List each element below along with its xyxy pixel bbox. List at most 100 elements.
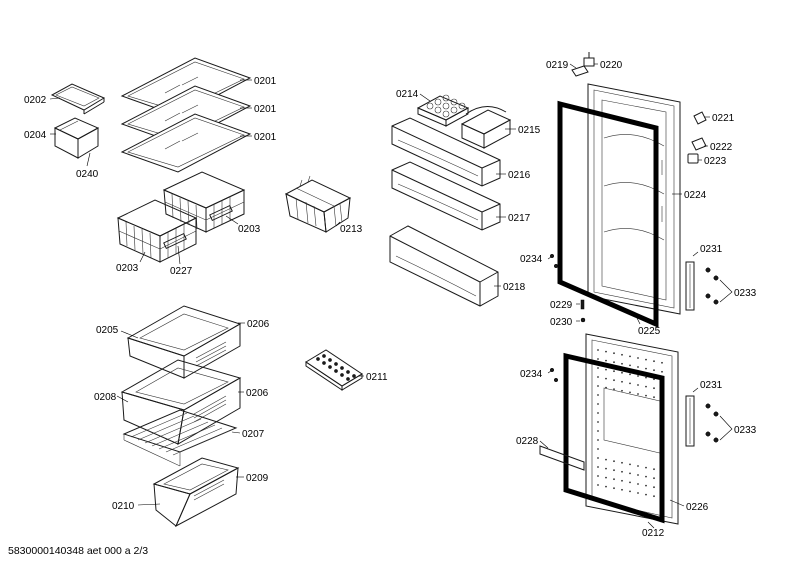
door-dot [605, 476, 607, 479]
leader-0219 [569, 63, 577, 69]
door-dot [605, 377, 607, 380]
door-dot [597, 376, 599, 378]
door-dot [653, 387, 655, 390]
door-dot [653, 468, 655, 471]
label-0206b: 0206 [246, 388, 269, 399]
handle-screws-upper [705, 267, 733, 305]
label-0213: 0213 [340, 224, 363, 235]
label-0234b: 0234 [520, 369, 543, 380]
leader-0225 [635, 315, 641, 325]
door-dot [661, 370, 663, 373]
fridge-door-panel [587, 83, 681, 315]
leader-0207 [231, 431, 241, 434]
door-shelf-middle [391, 161, 501, 231]
leader-0205 [120, 330, 139, 339]
door-dot [621, 362, 623, 365]
door-dot [597, 484, 599, 486]
door-dot [621, 389, 623, 392]
label-0217: 0217 [508, 213, 531, 224]
label-0201a: 0201 [254, 76, 277, 87]
door-dot [621, 488, 623, 491]
glass-shelf-bottom [120, 113, 252, 173]
egg-tray [416, 94, 470, 127]
door-shelf-upper [391, 117, 501, 187]
door-dot [645, 493, 647, 496]
door-dot [605, 368, 607, 371]
door-dot [653, 477, 655, 480]
label-0230: 0230 [550, 317, 573, 328]
freezer-drawer-middle [120, 359, 242, 445]
label-0231b: 0231 [700, 380, 723, 391]
label-0233a: 0233 [734, 288, 757, 299]
small-box-lid [50, 83, 106, 115]
door-dot [597, 403, 599, 405]
door-dot [645, 367, 647, 370]
hinge-bracket [583, 52, 595, 67]
door-dot [653, 495, 655, 498]
label-0205: 0205 [96, 325, 119, 336]
leader-0240 [86, 152, 91, 167]
hinge-screw-and-washer [576, 299, 586, 323]
label-0229: 0229 [550, 300, 573, 311]
door-dot [597, 439, 599, 441]
label-0206a: 0206 [247, 319, 270, 330]
door-dot [637, 483, 639, 485]
door-dot [613, 352, 615, 355]
door-dot [645, 358, 647, 361]
door-dot [605, 386, 607, 389]
label-0226: 0226 [686, 502, 709, 513]
door-dot [629, 472, 631, 475]
hinge-pin [693, 111, 707, 125]
door-dot [637, 366, 639, 368]
door-dot [597, 430, 599, 432]
door-dot [629, 481, 631, 484]
label-0225: 0225 [638, 326, 661, 337]
label-0231a: 0231 [700, 244, 723, 255]
label-0201c: 0201 [254, 132, 277, 143]
door-dot [597, 367, 599, 369]
leader-0202 [49, 97, 61, 100]
door-dot [613, 388, 615, 391]
handle-screws-lower [705, 403, 733, 443]
door-dot [637, 474, 639, 476]
door-dot [637, 375, 639, 377]
leader-0226 [669, 499, 685, 507]
door-dot [605, 350, 607, 353]
door-dot [613, 469, 615, 472]
door-dot [629, 382, 631, 385]
leader-0213 [335, 221, 341, 227]
door-dot [597, 457, 599, 459]
door-dot [621, 353, 623, 356]
ice-cube-tray [305, 349, 363, 391]
door-dot [637, 384, 639, 386]
door-dot [629, 355, 631, 358]
label-0202: 0202 [24, 95, 47, 106]
door-handle-lower [685, 395, 695, 447]
door-dot [637, 393, 639, 395]
label-0209: 0209 [246, 473, 269, 484]
label-0208: 0208 [94, 392, 117, 403]
door-dot [629, 373, 631, 376]
label-0219: 0219 [546, 60, 569, 71]
door-dot [629, 364, 631, 367]
door-dot [605, 485, 607, 488]
leader-0227 [177, 245, 181, 265]
door-dot [645, 385, 647, 388]
door-dot [661, 361, 663, 364]
label-0203b: 0203 [238, 224, 261, 235]
door-dot [637, 357, 639, 359]
door-dot [621, 371, 623, 374]
freezer-drawer-bottom [152, 457, 240, 528]
leader-0212 [647, 521, 655, 529]
door-dot [629, 391, 631, 394]
leader-0208 [116, 395, 129, 403]
door-dot [597, 448, 599, 450]
label-0207: 0207 [242, 429, 265, 440]
door-dot [597, 421, 599, 423]
door-screws-lower [547, 367, 559, 383]
butter-dish [460, 106, 512, 149]
door-dot [613, 370, 615, 373]
freezer-door-dots [597, 349, 663, 499]
door-dot [597, 358, 599, 360]
